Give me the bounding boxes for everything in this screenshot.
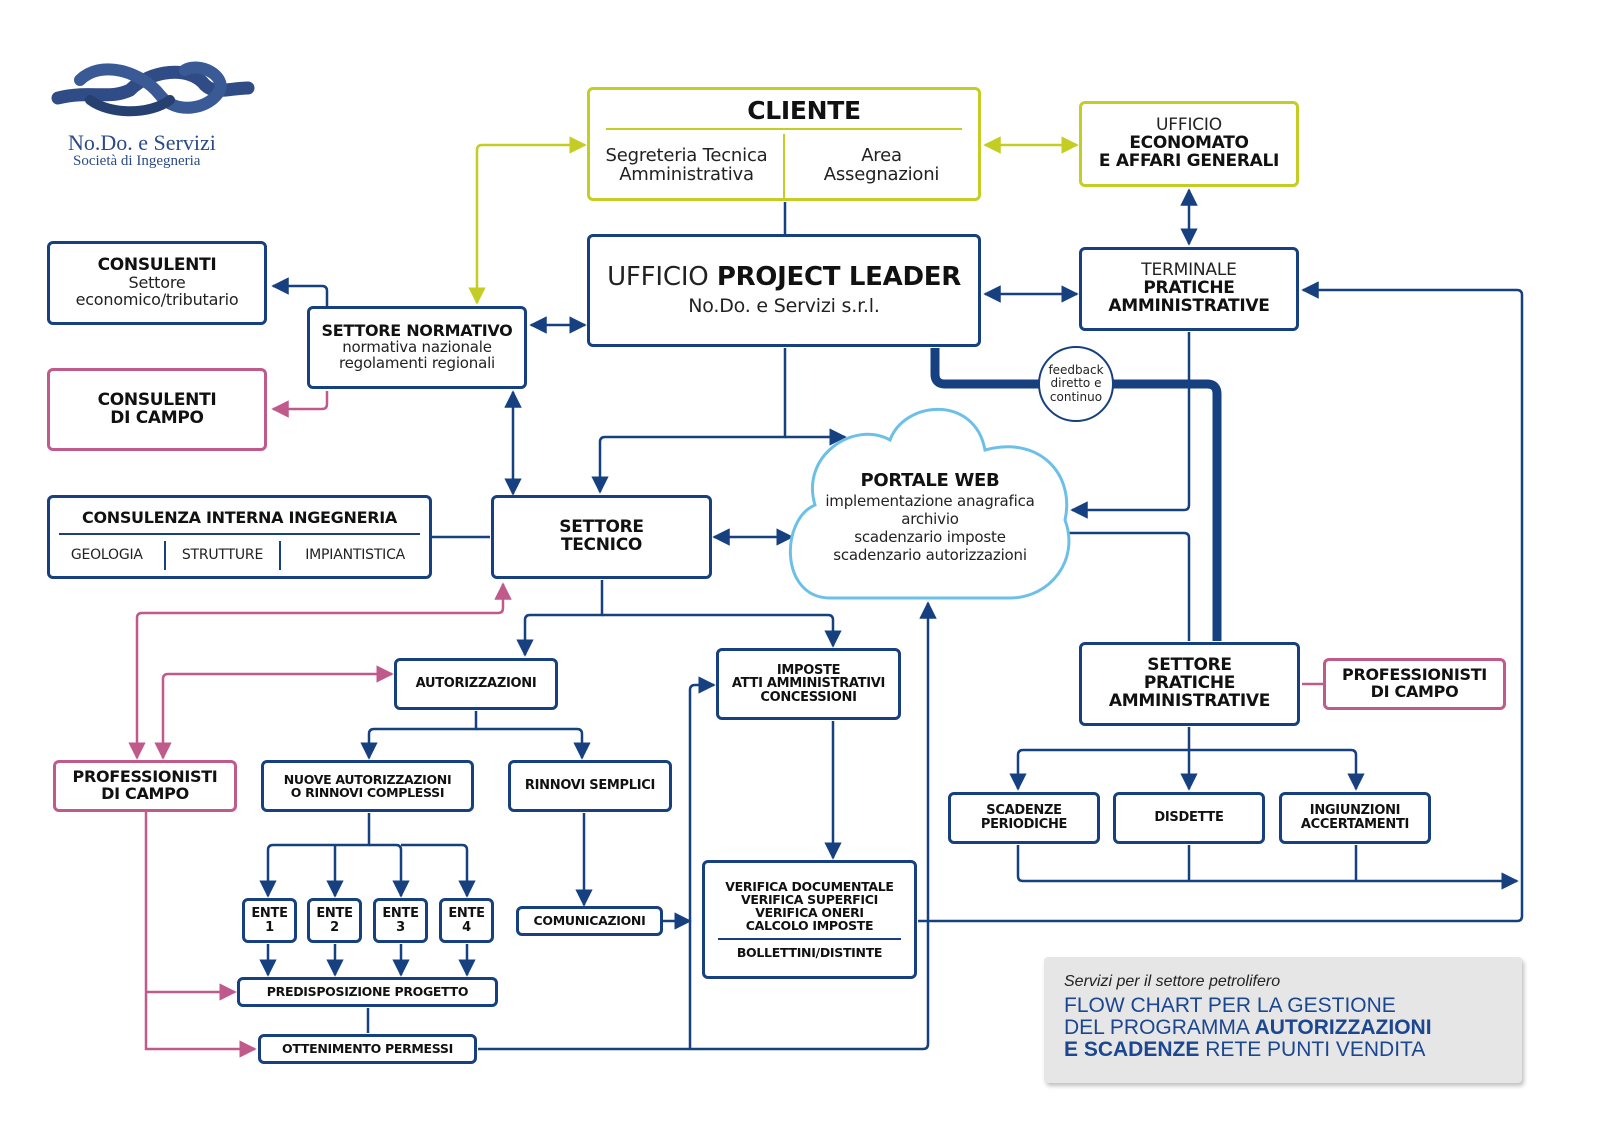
cliente-box[interactable]: CLIENTE Segreteria Tecnica Amministrativ… — [587, 87, 981, 201]
terminale-box[interactable]: TERMINALE PRATICHE AMMINISTRATIVE — [1079, 247, 1299, 331]
economato-box[interactable]: UFFICIO ECONOMATO E AFFARI GENERALI — [1079, 101, 1299, 187]
consulenti-campo-box[interactable]: CONSULENTI DI CAMPO — [47, 368, 267, 451]
connector-tecnico-split — [516, 580, 604, 657]
leader-prefix: UFFICIO — [607, 261, 709, 292]
leader-title: PROJECT LEADER — [716, 261, 961, 292]
connector-leader-down — [591, 348, 787, 494]
rinnovi-semplici-box[interactable]: RINNOVI SEMPLICI — [508, 760, 672, 812]
autorizzazioni-box[interactable]: AUTORIZZAZIONI — [394, 658, 558, 710]
project-leader-box[interactable]: UFFICIO PROJECT LEADER No.Do. e Servizi … — [587, 234, 981, 347]
professionisti-right-box[interactable]: PROFESSIONISTI DI CAMPO — [1323, 658, 1506, 710]
connector-aut-professionisti — [154, 665, 394, 760]
verifica-divider — [717, 938, 902, 941]
ingiunzioni-box[interactable]: INGIUNZIONI ACCERTAMENTI — [1279, 792, 1431, 844]
cliente-divider — [605, 128, 963, 131]
title-card-heading: FLOW CHART PER LA GESTIONE DEL PROGRAMMA… — [1064, 994, 1432, 1062]
nuove-autorizzazioni-box[interactable]: NUOVE AUTORIZZAZIONI O RINNOVI COMPLESSI — [261, 760, 474, 812]
rope-knot-icon — [51, 61, 255, 117]
scadenze-box[interactable]: SCADENZE PERIODICHE — [948, 792, 1100, 844]
title-card: Servizi per il settore petrolifero FLOW … — [1044, 957, 1522, 1083]
connector-ente3 — [369, 843, 410, 898]
segreteria-tecnica[interactable]: Segreteria Tecnica Amministrativa — [605, 145, 768, 186]
consulenza-interna-box[interactable]: CONSULENZA INTERNA INGEGNERIA GEOLOGIA S… — [47, 495, 432, 579]
cliente-title: CLIENTE — [747, 96, 861, 125]
item-impiantistica[interactable]: IMPIANTISTICA — [305, 547, 406, 564]
area-assegnazioni[interactable]: Area Assegnazioni — [823, 145, 940, 186]
logo-name: No.Do. e Servizi — [68, 130, 216, 155]
connector-normativo-consulenti — [271, 277, 329, 306]
settore-tecnico-box[interactable]: SETTORE TECNICO — [491, 495, 712, 579]
consulenti-tributario-box[interactable]: CONSULENTI Settore economico/tributario — [47, 241, 267, 325]
disdette-box[interactable]: DISDETTE — [1113, 792, 1265, 844]
connector-nuove-enti — [259, 813, 371, 898]
connector-ente4 — [401, 843, 476, 898]
settore-pratiche-box[interactable]: SETTORE PRATICHE AMMINISTRATIVE — [1079, 642, 1300, 726]
verifica-box[interactable]: VERIFICA DOCUMENTALE VERIFICA SUPERFICI … — [702, 860, 917, 979]
item-strutture[interactable]: STRUTTURE — [181, 547, 264, 564]
comunicazioni-box[interactable]: COMUNICAZIONI — [516, 906, 663, 936]
connector-tecnico-imposte — [602, 613, 842, 648]
professionisti-left-box[interactable]: PROFESSIONISTI DI CAMPO — [53, 760, 237, 812]
ente-4-box[interactable]: ENTE 4 — [439, 898, 494, 943]
connector-verifica-terminale — [918, 281, 1524, 923]
connector-pratiche-ingiunzioni — [1189, 748, 1365, 791]
connector-bottom-collect — [1016, 845, 1519, 890]
connector-aut-rinnovi — [476, 727, 591, 760]
ente-3-box[interactable]: ENTE 3 — [373, 898, 428, 943]
feedback-badge: feedback diretto e continuo — [1038, 346, 1114, 422]
connector-terminale-portale — [1070, 332, 1191, 519]
ente-2-box[interactable]: ENTE 2 — [307, 898, 362, 943]
item-geologia[interactable]: GEOLOGIA — [70, 547, 143, 564]
connector-professionisti-pred — [144, 812, 257, 1058]
sep — [163, 540, 166, 570]
portale-cloud-shape — [788, 407, 1071, 600]
settore-normativo-box[interactable]: SETTORE NORMATIVO normativa nazionale re… — [307, 306, 527, 389]
ente-1-box[interactable]: ENTE 1 — [242, 898, 297, 943]
connector-cliente-normativo — [468, 136, 587, 305]
logo-tagline: Società di Ingegneria — [73, 153, 201, 169]
cliente-vertical-divider — [783, 134, 785, 198]
sep — [279, 540, 282, 570]
connector-ottenimento-portale — [478, 601, 937, 1051]
connector-aut-nuove — [360, 711, 478, 760]
connector-pratiche-scadenze — [1009, 727, 1191, 791]
imposte-box[interactable]: IMPOSTE ATTI AMMINISTRATIVI CONCESSIONI — [716, 648, 901, 720]
connector-loop-imposte — [688, 676, 716, 1049]
connector-portale-pratiche — [1068, 531, 1191, 641]
connector-tecnico-professionisti — [128, 582, 512, 760]
portale-web[interactable]: PORTALE WEB implementazione anagrafica a… — [825, 470, 1035, 564]
connector-normativo-consulenti-campo — [271, 391, 329, 418]
leader-subtitle: No.Do. e Servizi s.r.l. — [688, 295, 880, 318]
ottenimento-box[interactable]: OTTENIMENTO PERMESSI — [258, 1034, 477, 1064]
predisposizione-box[interactable]: PREDISPOSIZIONE PROGETTO — [237, 977, 498, 1007]
title-card-subtitle: Servizi per il settore petrolifero — [1064, 973, 1281, 990]
